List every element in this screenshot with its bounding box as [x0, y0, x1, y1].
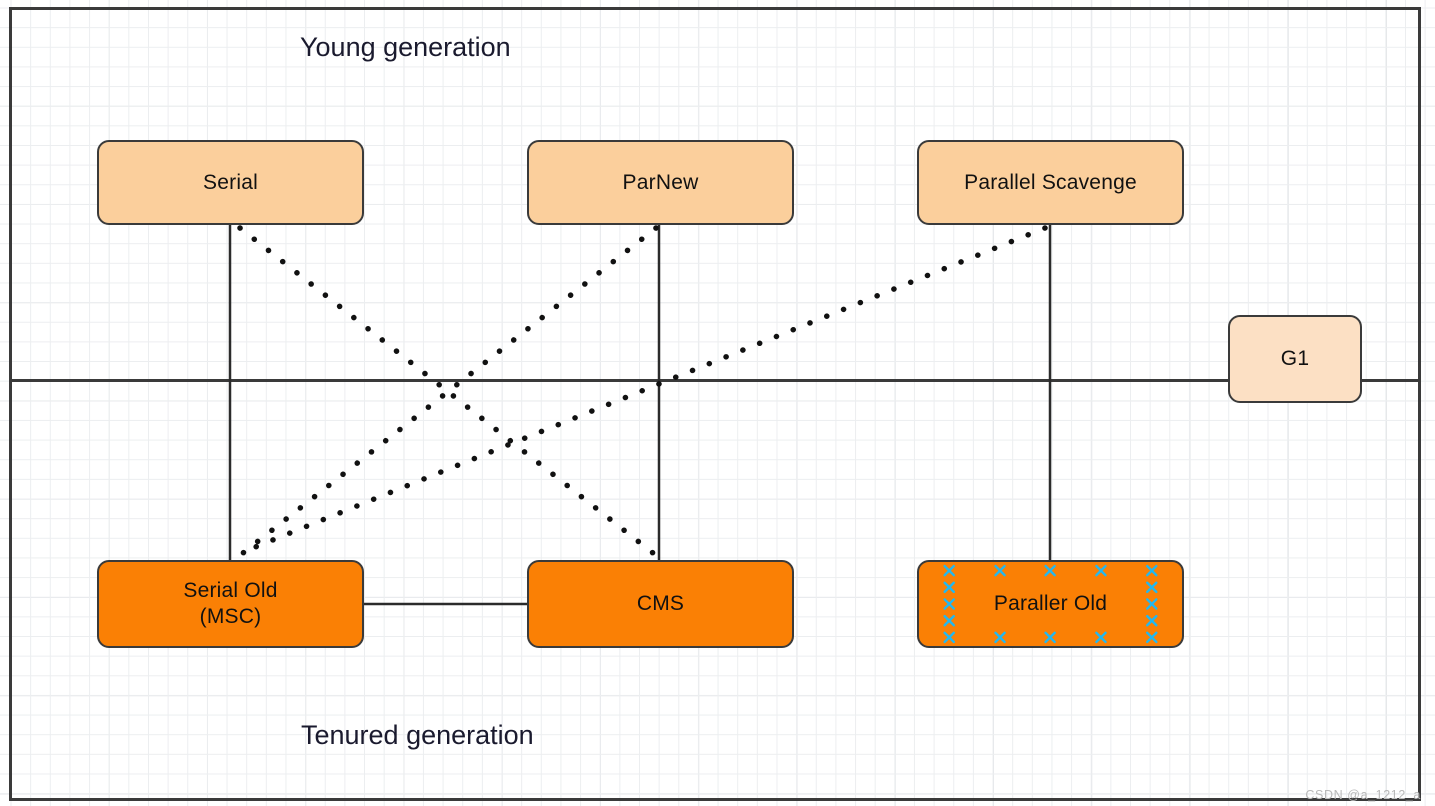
- node-parallel-scavenge-label: Parallel Scavenge: [964, 170, 1137, 194]
- node-serial-old-label: Serial Old (MSC): [183, 579, 278, 628]
- young-generation-label: Young generation: [300, 32, 511, 62]
- node-serial-old[interactable]: Serial Old (MSC): [97, 560, 364, 648]
- node-cms-label: CMS: [636, 592, 685, 616]
- tenured-generation-label: Tenured generation: [301, 720, 534, 750]
- node-serial-label: Serial: [203, 170, 258, 194]
- node-g1[interactable]: G1: [1228, 315, 1362, 403]
- node-parnew-label: ParNew: [622, 170, 699, 194]
- node-g1-label: G1: [1280, 347, 1310, 371]
- csdn-watermark: CSDN @a_1212_a: [1305, 788, 1421, 802]
- node-paraller-old-label: Paraller Old: [993, 592, 1108, 616]
- edge-serial-to-cms: [237, 225, 656, 556]
- node-serial[interactable]: Serial: [97, 140, 364, 225]
- node-paraller-old[interactable]: Paraller Old: [917, 560, 1184, 648]
- node-cms[interactable]: CMS: [527, 560, 794, 648]
- edge-parnew-to-serial-old: [240, 225, 659, 556]
- generation-divider-line: [9, 379, 1421, 382]
- node-parnew[interactable]: ParNew: [527, 140, 794, 225]
- node-parallel-scavenge[interactable]: Parallel Scavenge: [917, 140, 1184, 225]
- edge-parallel-scavenge-to-serial-old: [245, 225, 1048, 553]
